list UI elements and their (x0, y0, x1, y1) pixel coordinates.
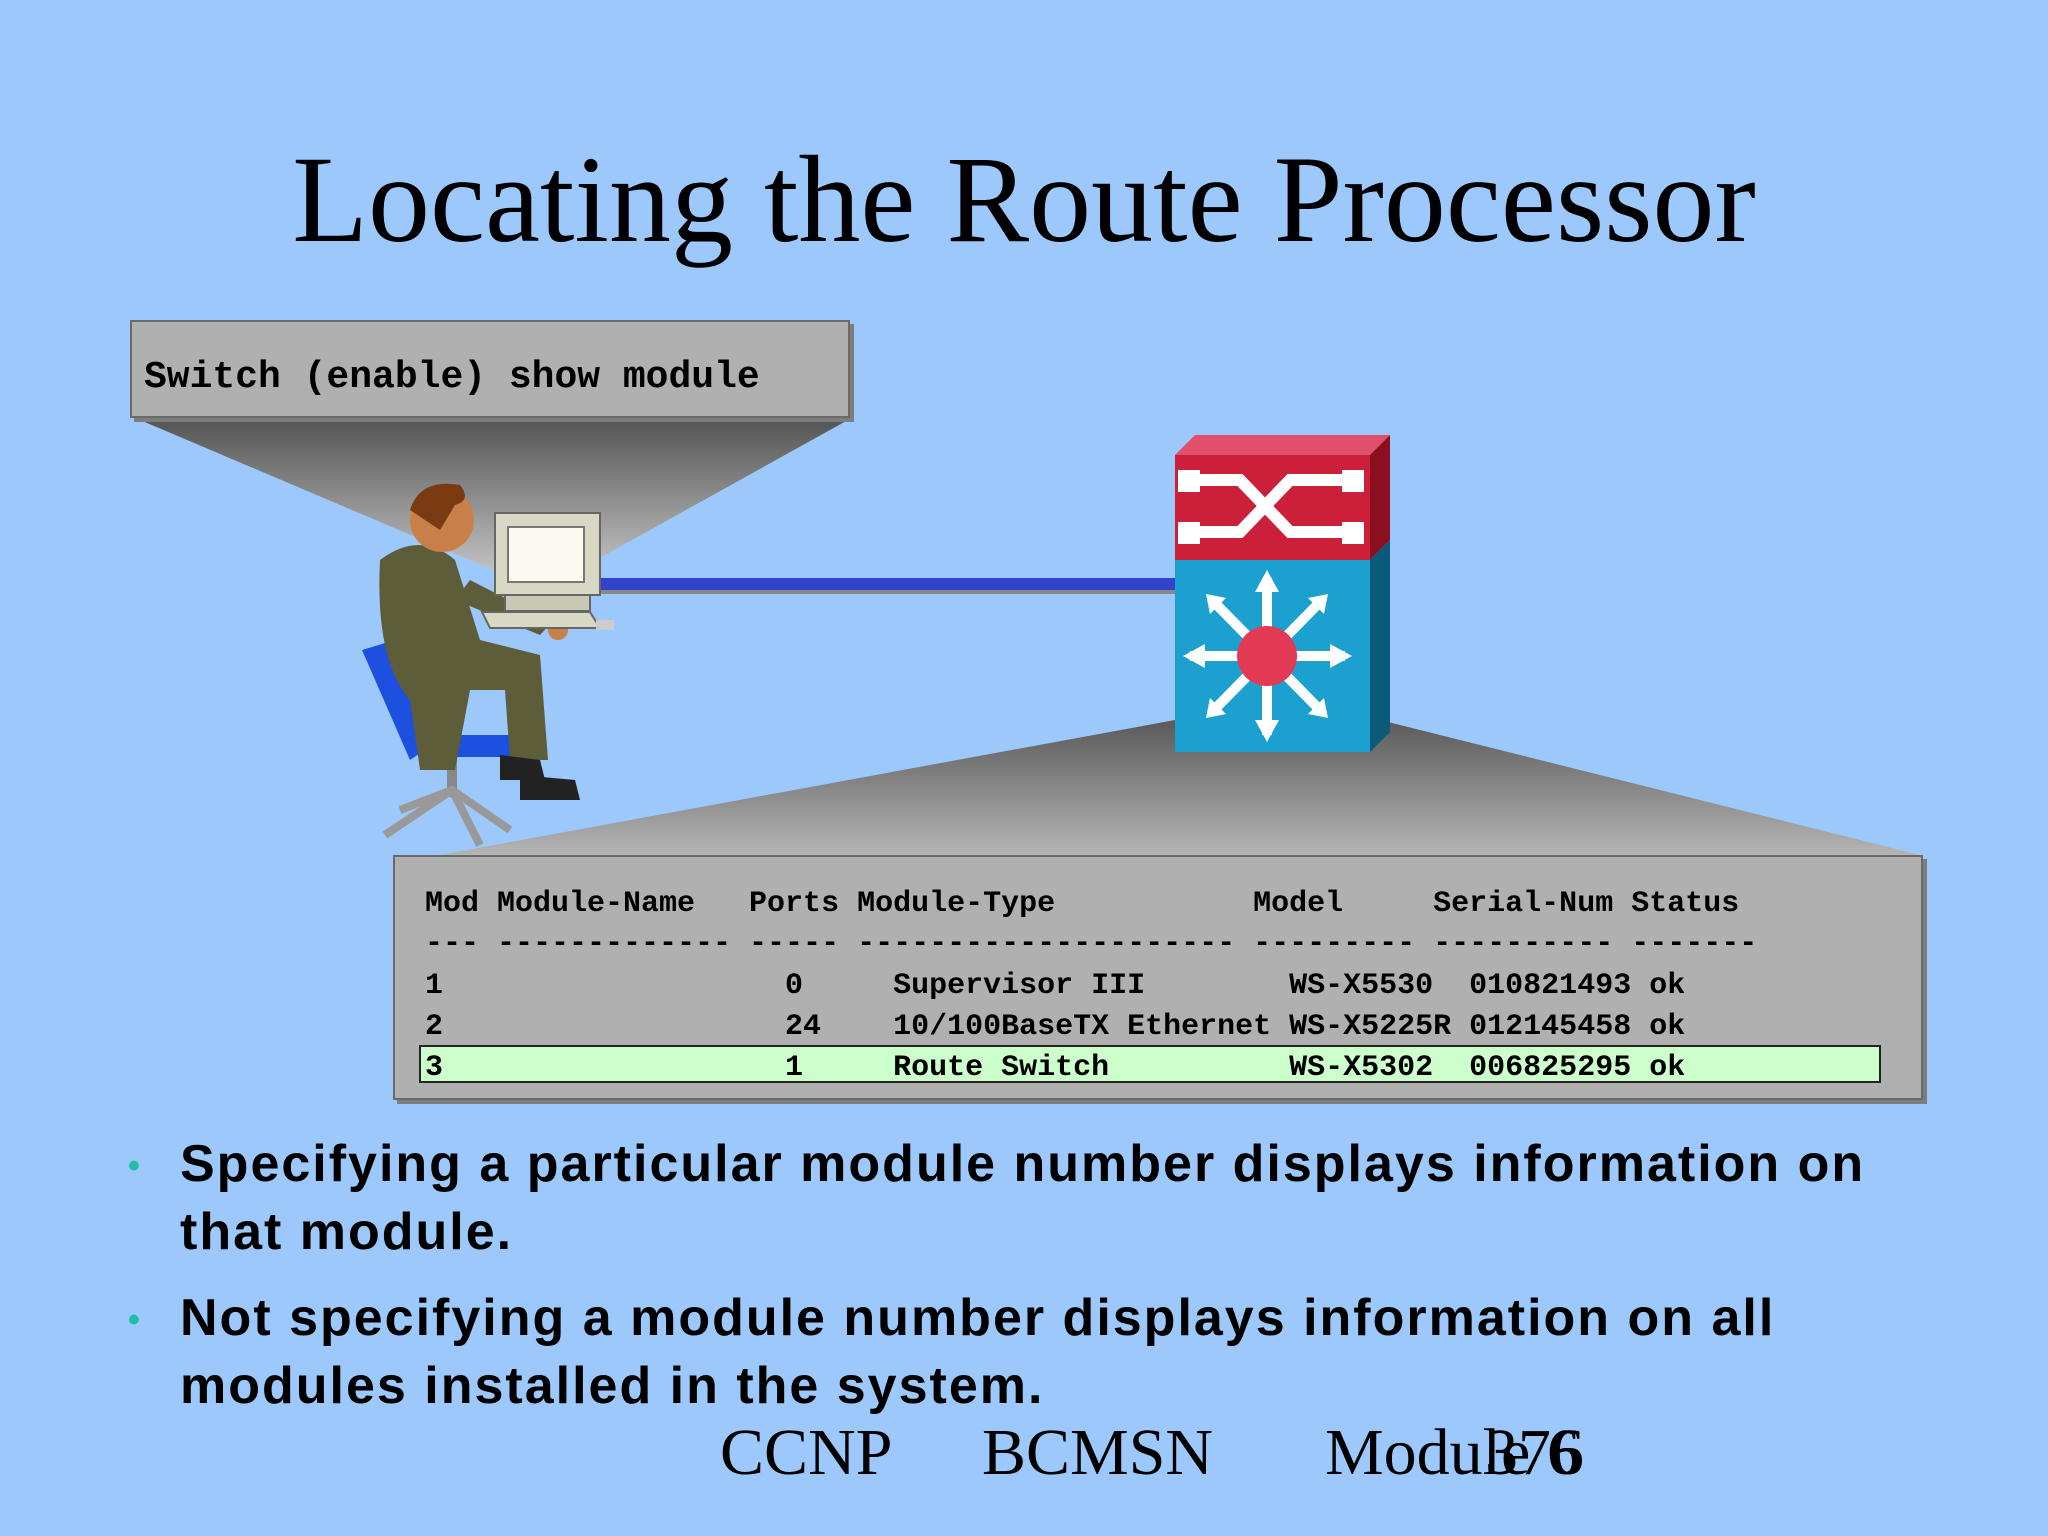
network-link (595, 578, 1175, 592)
footer-course: CCNP (720, 1416, 893, 1489)
bullet-dot-icon: • (128, 1301, 142, 1339)
bullet-dot-icon: • (128, 1147, 142, 1185)
table-row-highlighted: 3 1 Route Switch WS-X5302 006825295 ok (425, 1051, 1686, 1085)
highlighted-row (419, 1045, 1881, 1083)
bullet-item: • Specifying a particular module number … (120, 1130, 1920, 1266)
table-callout (440, 720, 1920, 855)
table-separator: --- ------------- ----- ----------------… (425, 927, 1758, 961)
table-row: 2 24 10/100BaseTX Ethernet WS-X5225R 012… (425, 1010, 1686, 1044)
command-box: Switch (enable) show module (130, 320, 850, 418)
slide-title: Locating the Route Processor (292, 131, 1756, 268)
command-callout (140, 420, 848, 580)
command-text: Switch (enable) show module (144, 356, 760, 399)
user-at-workstation-icon (362, 483, 614, 847)
table-row: 1 0 Supervisor III WS-X5530 010821493 ok (425, 969, 1686, 1003)
module-table: Mod Module-Name Ports Module-Type Model … (393, 855, 1923, 1100)
multilayer-switch-icon (1175, 435, 1390, 752)
bullet-item: • Not specifying a module number display… (120, 1284, 1920, 1420)
bullet-list: • Specifying a particular module number … (120, 1130, 1920, 1438)
footer-module: BCMSN (982, 1416, 1214, 1489)
footer-label: Module 6 (1325, 1416, 1580, 1489)
table-header: Mod Module-Name Ports Module-Type Model … (425, 887, 1740, 921)
footer-page-number: 376 (1485, 1416, 1584, 1489)
